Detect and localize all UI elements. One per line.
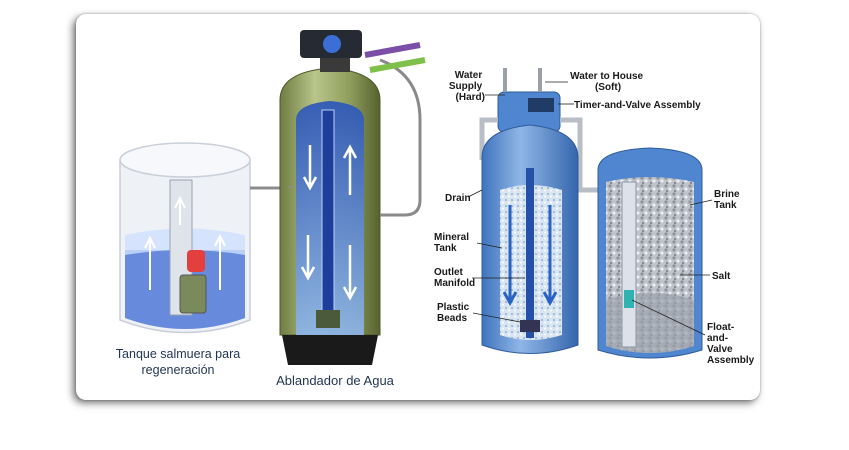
brine-caption-line2: regeneración [142,363,215,377]
label-salt: Salt [712,271,731,282]
softener-tank [279,30,426,365]
brine-tank-right [597,147,703,359]
mineral-tank [479,68,598,354]
float-valve-red [187,250,205,272]
label-brine-tank: Brine Tank [714,189,742,211]
brine-tank-left [119,142,290,334]
label-float-valve: Float- and- Valve Assembly [707,322,755,366]
label-water-to-house: Water to House (Soft) [570,71,646,93]
arrow-purple [364,42,421,58]
softener-caption: Ablandador de Agua [276,373,395,388]
label-outlet-manifold: Outlet Manifold [434,267,475,289]
label-timer-valve: Timer-and-Valve Assembly [574,100,701,111]
label-drain: Drain [445,193,471,204]
label-plastic-beads: Plastic Beads [437,302,472,324]
brine-caption-line1: Tanque salmuera para [116,347,240,361]
label-mineral-tank: Mineral Tank [434,232,472,254]
arrow-green [369,57,426,73]
label-water-supply: Water Supply (Hard) [449,70,485,103]
